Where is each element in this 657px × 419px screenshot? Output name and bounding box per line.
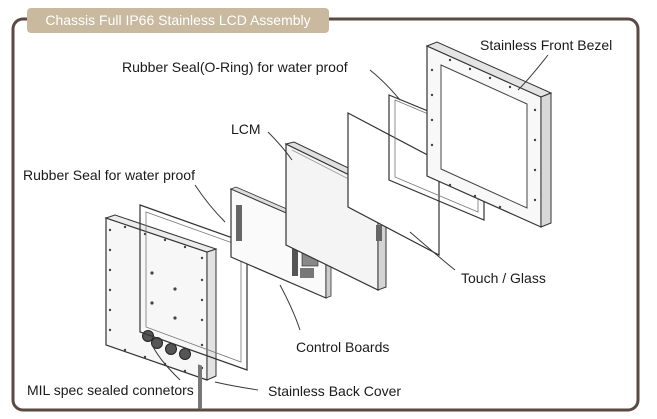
leader-back-cover: [214, 381, 259, 391]
touch-glass-part: [347, 112, 440, 256]
leader-lines: [151, 54, 549, 391]
label-front-bezel: Stainless Front Bezel: [480, 37, 613, 53]
leader-connectors: [151, 344, 181, 381]
label-rubber-seal: Rubber Seal for water proof: [23, 167, 195, 183]
leader-control-boards: [279, 284, 301, 331]
label-touch-glass: Touch / Glass: [461, 270, 546, 286]
label-control-boards: Control Boards: [296, 339, 390, 355]
label-back-cover: Stainless Back Cover: [268, 383, 402, 399]
connectors-part: [142, 330, 191, 360]
label-o-ring: Rubber Seal(O-Ring) for water proof: [122, 59, 348, 75]
label-connectors: MIL spec sealed connetors: [27, 382, 194, 398]
leader-o-ring: [369, 69, 401, 101]
leader-front-bezel: [517, 54, 549, 91]
front-bezel-part: [425, 41, 553, 228]
label-lcm: LCM: [231, 121, 261, 137]
back-cover-part: [104, 214, 218, 410]
leader-touch-glass: [409, 231, 456, 271]
title-tab: Chassis Full IP66 Stainless LCD Assembly: [27, 8, 329, 33]
leader-lcm: [267, 131, 293, 161]
rubber-seal-part: [139, 204, 248, 371]
leader-rubber-seal: [194, 184, 226, 223]
